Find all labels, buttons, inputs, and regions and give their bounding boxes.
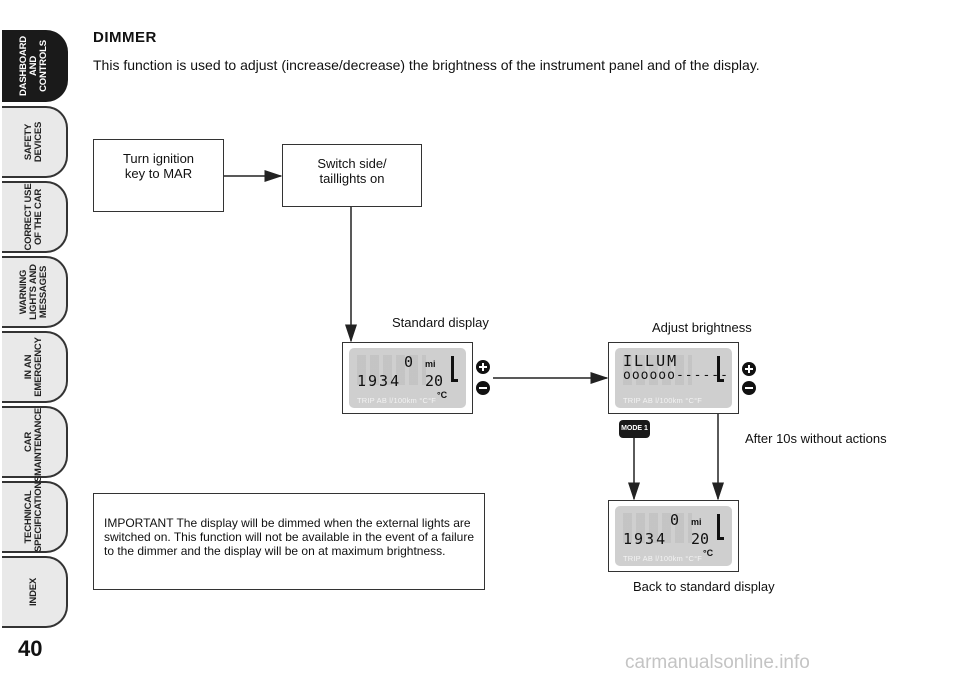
standard-display: 0 mi 1934 20 °C TRIP AB l/100km °C°F (342, 342, 473, 414)
standard-display-label: Standard display (392, 315, 489, 330)
minus-button-icon[interactable] (476, 381, 490, 395)
tab-car-maintenance[interactable]: CAR MAINTENANCE (2, 406, 68, 478)
step-ignition-text: Turn ignition key to MAR (122, 151, 195, 181)
step-lights-box: Switch side/ taillights on (282, 144, 422, 207)
tab-in-an-emergency[interactable]: IN AN EMERGENCY (2, 331, 68, 403)
tab-correct-use[interactable]: CORRECT USE OF THE CAR (2, 181, 68, 253)
section-title: DIMMER (93, 29, 157, 46)
fuel-gauge-icon (717, 356, 724, 382)
lcd-footer: TRIP AB l/100km °C°F (357, 396, 437, 405)
lcd-trip-value: 1934 (623, 530, 668, 548)
lcd-temperature-value: 20 (691, 530, 710, 548)
tab-index[interactable]: INDEX (2, 556, 68, 628)
lcd-temperature-value: 20 (425, 372, 444, 390)
lcd-odometer-value: 0 (404, 353, 414, 371)
lcd-segment-background (357, 355, 426, 385)
fuel-gauge-icon (717, 514, 724, 540)
important-note-text: IMPORTANT The display will be dimmed whe… (104, 516, 474, 558)
lcd-screen: ILLUM oooooo------ TRIP AB l/100km °C°F (615, 348, 732, 408)
mode-button[interactable]: MODE 1 (619, 420, 650, 438)
lcd-temperature-unit: °C (703, 548, 714, 558)
important-note-box: IMPORTANT The display will be dimmed whe… (93, 493, 485, 590)
page-number: 40 (18, 636, 43, 661)
tab-technical-specifications[interactable]: TECHNICAL SPECIFICATIONS (2, 476, 68, 553)
lcd-screen: 0 mi 1934 20 °C TRIP AB l/100km °C°F (615, 506, 732, 566)
lcd-footer: TRIP AB l/100km °C°F (623, 554, 703, 563)
plus-button-icon[interactable] (476, 360, 490, 374)
step-lights-text: Switch side/ taillights on (317, 156, 387, 186)
plus-button-icon[interactable] (742, 362, 756, 376)
lcd-screen: 0 mi 1934 20 °C TRIP AB l/100km °C°F (349, 348, 466, 408)
step-ignition-box: Turn ignition key to MAR (93, 139, 224, 212)
lcd-segment-background (623, 513, 692, 543)
lcd-footer: TRIP AB l/100km °C°F (623, 396, 703, 405)
lcd-segment-background (623, 355, 692, 385)
lcd-distance-unit: mi (425, 359, 436, 369)
adjust-display: ILLUM oooooo------ TRIP AB l/100km °C°F (608, 342, 739, 414)
intro-text: This function is used to adjust (increas… (93, 57, 760, 73)
lcd-illum-text: ILLUM (623, 352, 679, 370)
tab-dashboard-and-controls[interactable]: DASHBOARD AND CONTROLS (2, 30, 68, 102)
timeout-label: After 10s without actions (745, 431, 887, 446)
lcd-trip-value: 1934 (357, 372, 402, 390)
minus-button-icon[interactable] (742, 381, 756, 395)
lcd-distance-unit: mi (691, 517, 702, 527)
back-display: 0 mi 1934 20 °C TRIP AB l/100km °C°F (608, 500, 739, 572)
fuel-gauge-icon (451, 356, 458, 382)
tab-safety-devices[interactable]: SAFETY DEVICES (2, 106, 68, 178)
adjust-brightness-label: Adjust brightness (652, 320, 752, 335)
lcd-temperature-unit: °C (437, 390, 448, 400)
watermark: carmanualsonline.info (625, 652, 810, 673)
tab-warning-lights[interactable]: WARNING LIGHTS AND MESSAGES (2, 256, 68, 328)
back-to-standard-label: Back to standard display (633, 579, 775, 594)
lcd-odometer-value: 0 (670, 511, 680, 529)
chapter-tabs: DASHBOARD AND CONTROLS SAFETY DEVICES CO… (0, 0, 76, 679)
lcd-brightness-level: oooooo------ (623, 368, 729, 383)
